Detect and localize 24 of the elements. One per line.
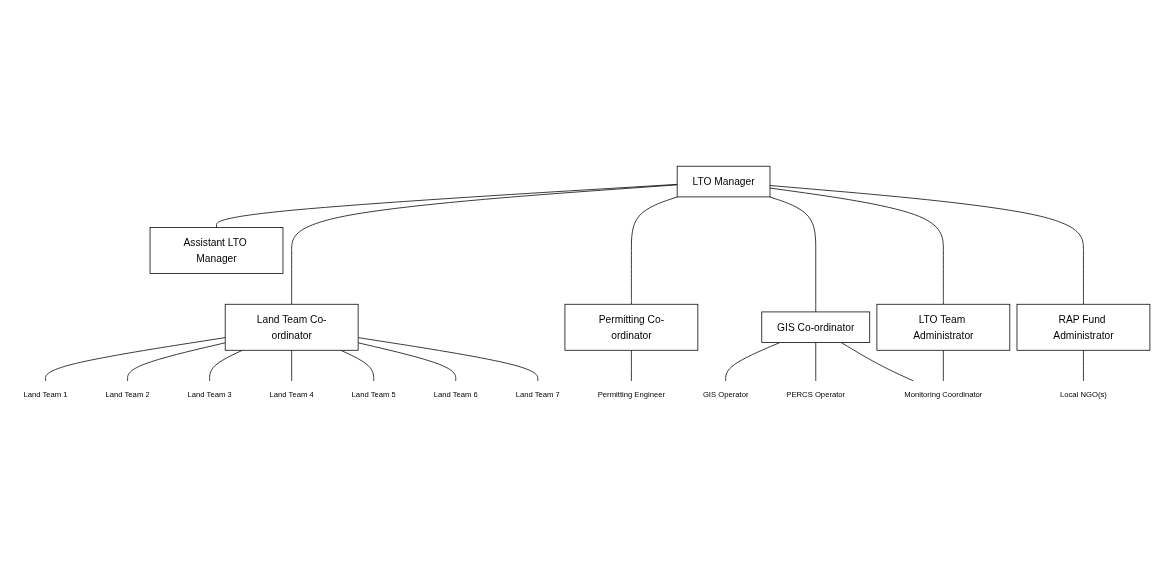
node-box: Permitting Co-ordinator [564, 303, 699, 351]
connector [357, 337, 539, 382]
connector [631, 349, 632, 382]
node-box: Land Team Co-ordinator [224, 303, 359, 351]
connector [815, 342, 817, 382]
connector [1083, 349, 1084, 382]
connector [127, 342, 226, 382]
connector [769, 185, 1084, 305]
connector [769, 187, 944, 305]
connector [942, 349, 944, 382]
connector [631, 196, 678, 305]
connector [291, 349, 293, 382]
node-box: Assistant LTO Manager [149, 227, 284, 274]
connector [725, 342, 781, 382]
node-box: LTO Manager [676, 165, 771, 198]
connector [45, 337, 226, 382]
node-box: GIS Co-ordinator [761, 311, 871, 343]
connector [209, 349, 243, 382]
connector [769, 196, 817, 313]
connector [291, 184, 678, 305]
node-box: RAP Fund Administrator [1016, 303, 1151, 351]
connector [840, 342, 914, 382]
node-box: LTO Team Administrator [876, 303, 1011, 351]
connector [357, 342, 457, 382]
